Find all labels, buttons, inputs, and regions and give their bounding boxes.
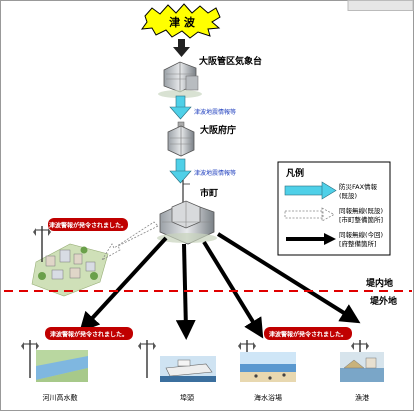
- zone-outer: 堤外地: [370, 295, 397, 307]
- speaker-pole-left-top: [33, 226, 51, 262]
- banner-right: [264, 327, 352, 340]
- banner-left-text: 津波警報が発令されました。: [50, 331, 128, 339]
- banner-top-text: 津波警報が発令されました。: [49, 222, 127, 230]
- speaker-pole-2: [138, 340, 156, 378]
- legend-item3-line2: [府整備箇所]: [339, 239, 377, 248]
- legend-existing-swatch: [284, 210, 324, 219]
- node-city: 市町: [200, 187, 218, 199]
- legend-item1-line2: (既設): [339, 191, 357, 200]
- site-label-beach: 海水浴場: [254, 393, 282, 402]
- banner-left: [45, 327, 133, 340]
- banner-right-text: 津波警報が発令されました。: [269, 331, 347, 339]
- site-label-fishing-port: 漁港: [355, 393, 369, 402]
- site-riverbank-scene: [36, 350, 88, 382]
- city-building: [157, 180, 217, 245]
- legend-item1-line1: 防災FAX情報: [339, 182, 378, 191]
- osaka-pref-building: [167, 121, 195, 157]
- town-scene: [31, 243, 109, 297]
- site-label-riverbank: 河川高水敷: [43, 393, 78, 402]
- legend-item2-line1: 同報無線(既設): [339, 206, 383, 215]
- site-label-pier: 埠頭: [180, 393, 194, 402]
- corner-tab: [347, 0, 414, 11]
- site-beach-scene: [240, 352, 296, 382]
- legend-item3-line1: 同報無線(今回): [339, 230, 383, 239]
- arrow-burst-to-jma: [173, 39, 190, 57]
- burst-label: 津 波: [169, 15, 196, 29]
- flow-label-info1: 津波地震情報等: [194, 108, 236, 116]
- flow-label-info2: 津波地震情報等: [194, 169, 236, 177]
- legend-title: 凡例: [285, 167, 304, 179]
- node-osaka-jma: 大阪管区気象台: [199, 55, 262, 67]
- legend-item2-line2: [市町整備箇所]: [339, 215, 383, 224]
- fax-arrow-1: [169, 95, 192, 120]
- legend: 凡例 防災FAX情報 (既設) 同報無線(既設) [市町整備箇所] 同報無線(今…: [277, 161, 391, 256]
- legend-new-swatch: [324, 233, 336, 245]
- legend-fax-swatch: [284, 185, 324, 196]
- site-pier-scene: [160, 356, 216, 382]
- tsunami-burst: 津 波: [140, 3, 221, 39]
- zone-inner: 堤内地: [366, 277, 393, 289]
- fax-arrow-2: [169, 158, 192, 184]
- new-broadcast-arrows: [79, 232, 361, 340]
- osaka-jma-building: [158, 61, 202, 98]
- node-osaka-pref: 大阪府庁: [200, 124, 236, 136]
- site-fishing-port-scene: [340, 352, 384, 382]
- banner-top: [48, 218, 128, 231]
- speaker-pole-1: [21, 340, 39, 378]
